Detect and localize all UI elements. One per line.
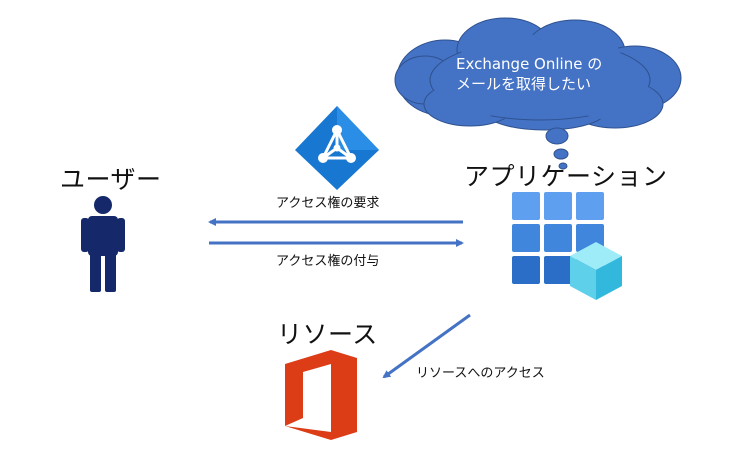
user-label: ユーザー xyxy=(60,165,162,194)
office-logo-icon xyxy=(285,350,357,440)
grant-label: アクセス権の付与 xyxy=(276,254,380,269)
application-label: アプリケーション xyxy=(464,162,668,191)
request-label: アクセス権の要求 xyxy=(276,196,380,211)
app-tiles-icon xyxy=(512,192,622,300)
person-icon xyxy=(81,196,125,292)
resource-access-label: リソースへのアクセス xyxy=(416,366,545,381)
resource-access-arrow xyxy=(382,313,471,379)
resource-label: リソース xyxy=(277,320,378,349)
thought-bubble-line2: メールを取得したい xyxy=(456,75,592,93)
azure-ad-icon xyxy=(295,106,379,190)
thought-bubble-line1: Exchange Online の xyxy=(456,55,603,73)
